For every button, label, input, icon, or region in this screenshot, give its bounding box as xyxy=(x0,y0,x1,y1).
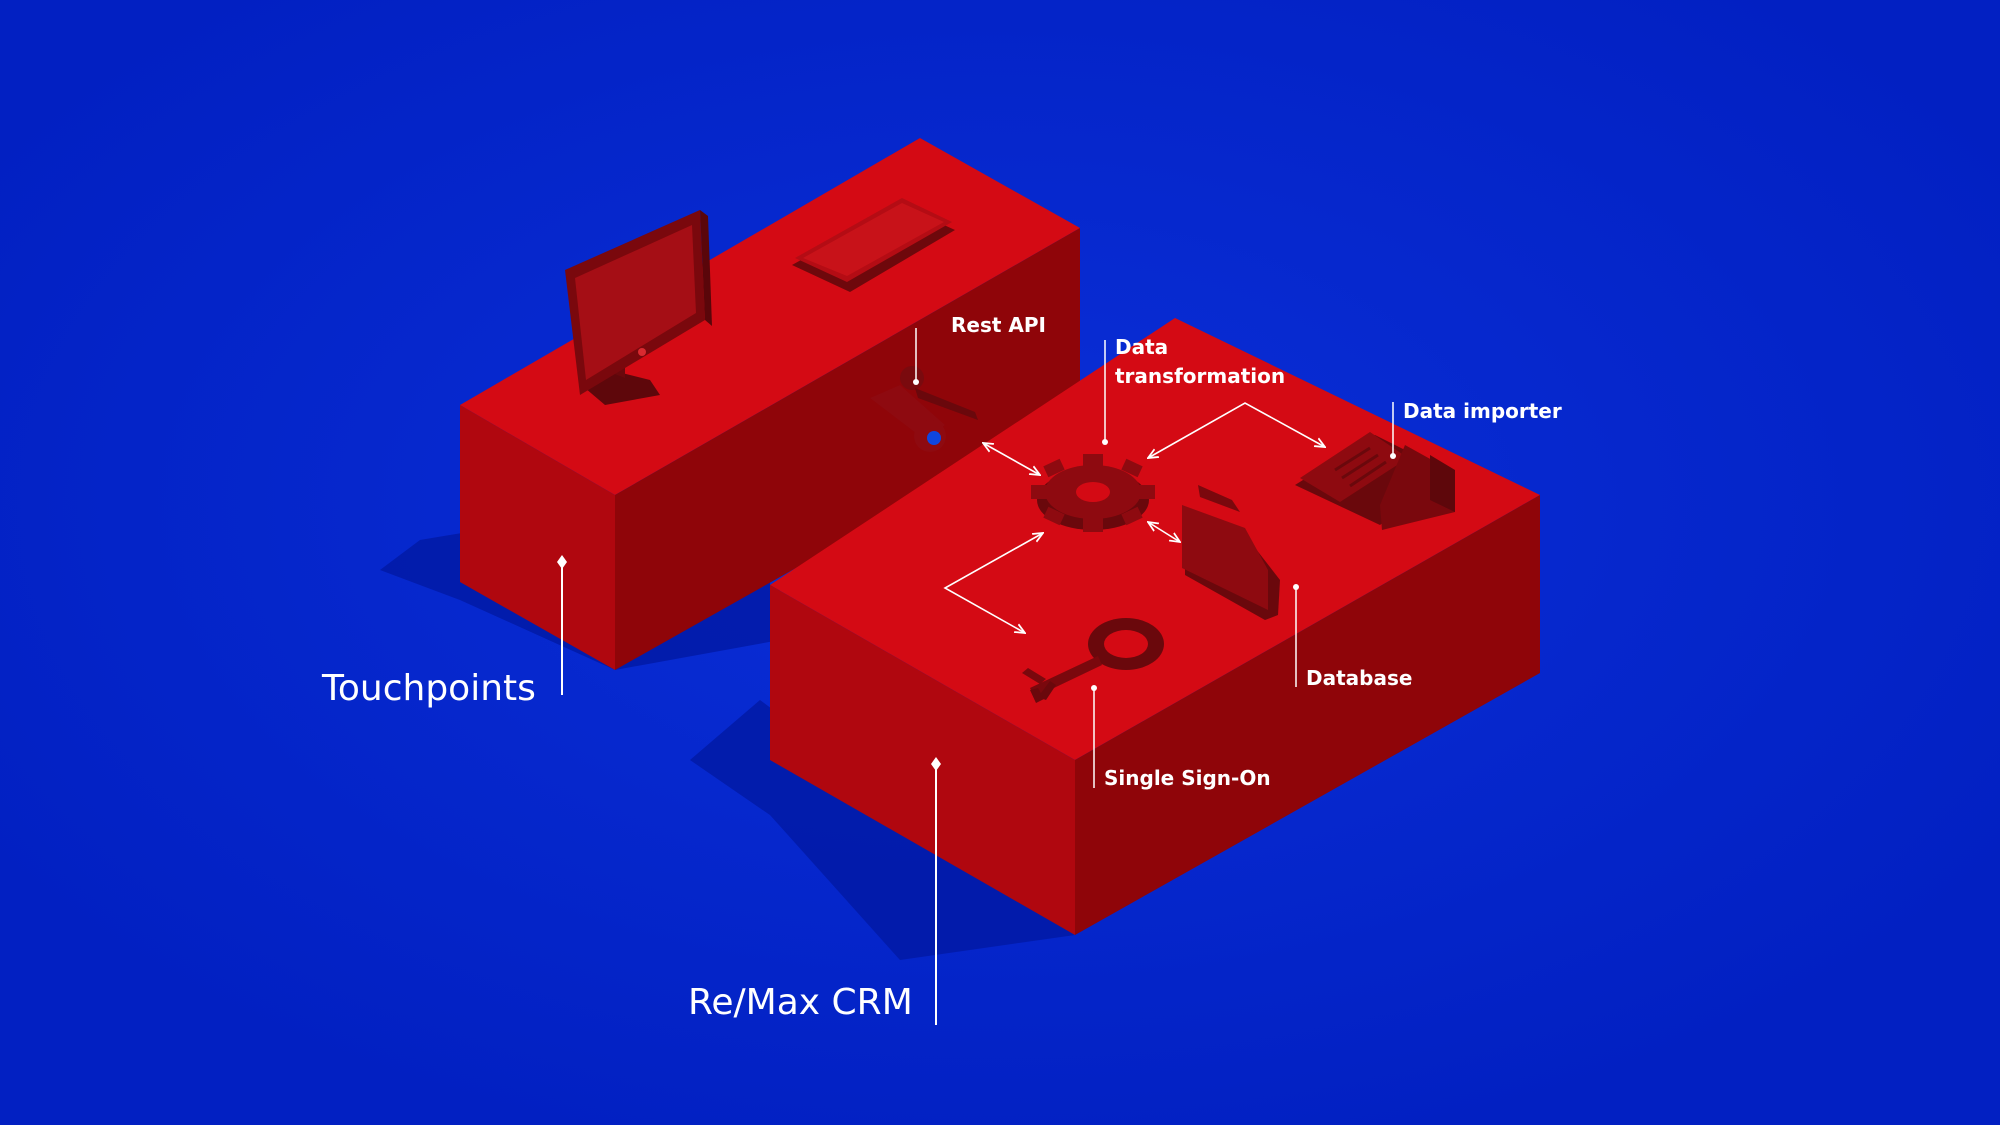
data-transformation-line-2: transformation xyxy=(1115,364,1285,388)
arrow-restapi-gear xyxy=(983,443,1040,475)
database-label: Database xyxy=(1306,666,1412,690)
arrow-gear-importer xyxy=(1148,402,1325,458)
gear-icon xyxy=(1031,454,1155,532)
importer-tray-icon xyxy=(1295,432,1455,530)
data-transformation-label: Data transformation xyxy=(1115,335,1285,388)
monitor-icon xyxy=(565,210,712,405)
folder-icon xyxy=(1182,485,1280,620)
rest-api-label: Rest API xyxy=(951,313,1046,337)
arrow-gear-sso xyxy=(943,533,1043,633)
flow-arrows xyxy=(943,402,1325,633)
data-importer-label: Data importer xyxy=(1403,399,1562,423)
key-icon xyxy=(1022,618,1164,703)
sso-label: Single Sign-On xyxy=(1104,766,1271,790)
phone-icon xyxy=(792,198,955,292)
arrow-gear-database xyxy=(1148,522,1180,542)
touchpoints-label: Touchpoints xyxy=(321,668,536,709)
data-transformation-line-1: Data xyxy=(1115,335,1168,359)
crm-label: Re/Max CRM xyxy=(688,982,913,1023)
leader-lines xyxy=(557,328,1396,1025)
